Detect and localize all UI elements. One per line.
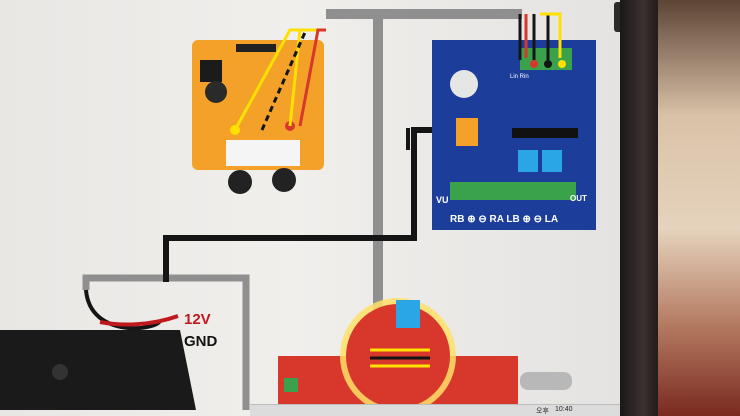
dark-amp-board: [0, 289, 196, 410]
clock[interactable]: 10:40: [555, 406, 573, 413]
screen: 12V GND VU OUT RB ⊕ ⊖ RA LB ⊕ ⊖ LA Lin R…: [0, 0, 648, 416]
taskbar: 오후 10:40: [250, 404, 620, 416]
wire-black-main: [163, 127, 460, 282]
wire-gray-main: [326, 9, 522, 330]
red-connector-board: [278, 298, 572, 416]
voltage-label: 12V: [184, 311, 211, 328]
vu-left-label: VU: [436, 195, 449, 205]
diagram-canvas: [0, 9, 596, 416]
vu-terminals-label: RB ⊕ ⊖ RA LB ⊕ ⊖ LA: [450, 214, 559, 225]
vu-top-label: Lin Rin: [510, 74, 529, 80]
ground-label: GND: [184, 333, 218, 350]
background-room: [658, 0, 740, 416]
vu-right-label: OUT: [570, 194, 587, 203]
ime-indicator[interactable]: 오후: [536, 408, 549, 415]
blue-vu-board: [432, 12, 596, 230]
monitor-bezel: [620, 0, 658, 416]
orange-bluetooth-board: [192, 28, 326, 194]
